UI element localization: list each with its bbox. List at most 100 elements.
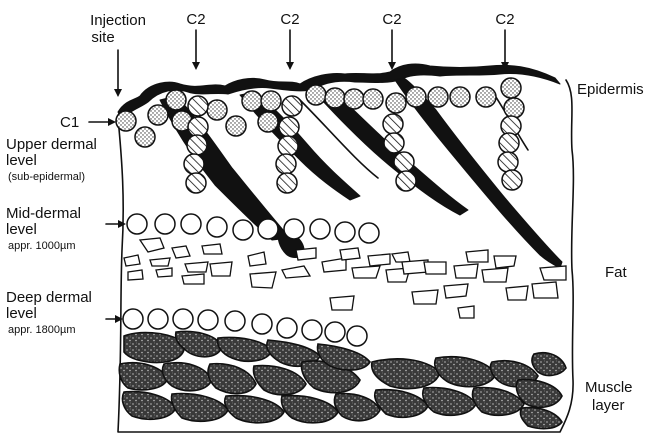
dotted-circle [135, 127, 155, 147]
plain-circle [198, 310, 218, 330]
deep-dermal-label-line1: Deep dermal [6, 289, 92, 306]
upper-dermal-label-line2: level [6, 152, 37, 169]
fat-lobule [248, 252, 266, 266]
hatched-circle [396, 171, 416, 191]
dotted-circle [258, 112, 278, 132]
plain-circle [277, 318, 297, 338]
plain-circle [325, 322, 345, 342]
hatched-circle [394, 152, 414, 172]
fat-lobule [352, 266, 380, 278]
injection-site-label-line2: site [91, 29, 114, 46]
dotted-circle [450, 87, 470, 107]
fat-lobule [494, 256, 516, 268]
muscle-bundle [171, 394, 228, 422]
fat-lobule [392, 252, 410, 262]
upper-dermal-label-line1: Upper dermal [6, 136, 97, 153]
muscle-bundle [208, 364, 256, 394]
plain-circle [252, 314, 272, 334]
hatched-circle [282, 96, 302, 116]
deep-dermal-label-line2: level [6, 305, 37, 322]
plain-circle [181, 214, 201, 234]
dotted-circle [504, 98, 524, 118]
dotted-circle [116, 111, 136, 131]
hatched-circle [276, 154, 296, 174]
hatched-circle [279, 117, 299, 137]
muscle-bundle [372, 359, 440, 389]
muscle-label-line1: Muscle [585, 379, 633, 396]
plain-circle [127, 214, 147, 234]
fat-lobule [424, 262, 446, 274]
mid-dermal-depth-label: appr. 1000µm [8, 240, 76, 252]
hatched-circle [502, 170, 522, 190]
fat-lobule [532, 282, 558, 298]
dotted-circle [344, 89, 364, 109]
hatched-circle [499, 133, 519, 153]
fat-lobule [182, 274, 204, 284]
muscle-bundle [253, 366, 306, 395]
dotted-circle [476, 87, 496, 107]
fat-lobules [124, 238, 566, 318]
hatched-circle [188, 96, 208, 116]
plain-circle [284, 219, 304, 239]
muscle-bundle [435, 357, 496, 387]
plain-circle [207, 217, 227, 237]
epidermis-label: Epidermis [577, 81, 644, 98]
fat-lobule [340, 248, 360, 260]
plain-circle [347, 326, 367, 346]
fat-lobule [250, 272, 276, 288]
dotted-circle [261, 91, 281, 111]
dotted-circle [406, 87, 426, 107]
mid-dermal-label-line1: Mid-dermal [6, 205, 81, 222]
dotted-circle [306, 85, 326, 105]
plain-circle [258, 219, 278, 239]
plain-circle [335, 222, 355, 242]
muscle-label-line2: layer [592, 397, 625, 414]
muscle-bundle [520, 408, 562, 429]
fat-lobule [458, 306, 474, 318]
plain-circle [155, 214, 175, 234]
fat-label: Fat [605, 264, 628, 281]
plain-circle [359, 223, 379, 243]
dotted-circle [501, 78, 521, 98]
fat-lobule [466, 250, 488, 262]
fat-lobule [412, 290, 438, 304]
muscle-bundle [375, 390, 428, 418]
muscle-bundle [334, 394, 380, 421]
dotted-circle [242, 91, 262, 111]
muscle-bundle [532, 353, 566, 376]
plain-circle [123, 309, 143, 329]
hatched-circle [184, 154, 204, 174]
muscle-bundle [162, 363, 212, 391]
plain-circle [233, 220, 253, 240]
dotted-circle [166, 90, 186, 110]
fat-lobule [150, 258, 170, 266]
plain-circle [173, 309, 193, 329]
fat-lobule [128, 270, 143, 280]
fat-lobule [210, 262, 232, 276]
fat-lobule [540, 266, 566, 280]
plain-circle [225, 311, 245, 331]
hatched-circle [278, 136, 298, 156]
c1-label: C1 [60, 114, 79, 131]
muscle-bundle [472, 388, 524, 416]
muscle-layer-bundles [119, 332, 566, 429]
hatched-circle [188, 117, 208, 137]
dotted-circle [226, 116, 246, 136]
plain-circle [302, 320, 322, 340]
dotted-circle [148, 105, 168, 125]
fat-lobule [282, 266, 310, 278]
upper-dermal-sub-label: (sub-epidermal) [8, 171, 85, 183]
hatched-circle [383, 114, 403, 134]
fat-lobule [172, 246, 190, 258]
c2-label-2: C2 [280, 11, 299, 28]
dotted-circle [386, 93, 406, 113]
plain-circle [148, 309, 168, 329]
hatched-circle [498, 152, 518, 172]
hatched-circle [187, 135, 207, 155]
fat-lobule [368, 254, 390, 266]
hatched-circle [384, 133, 404, 153]
muscle-bundle [119, 363, 168, 390]
fat-lobule [482, 268, 508, 282]
c2-label-1: C2 [186, 11, 205, 28]
